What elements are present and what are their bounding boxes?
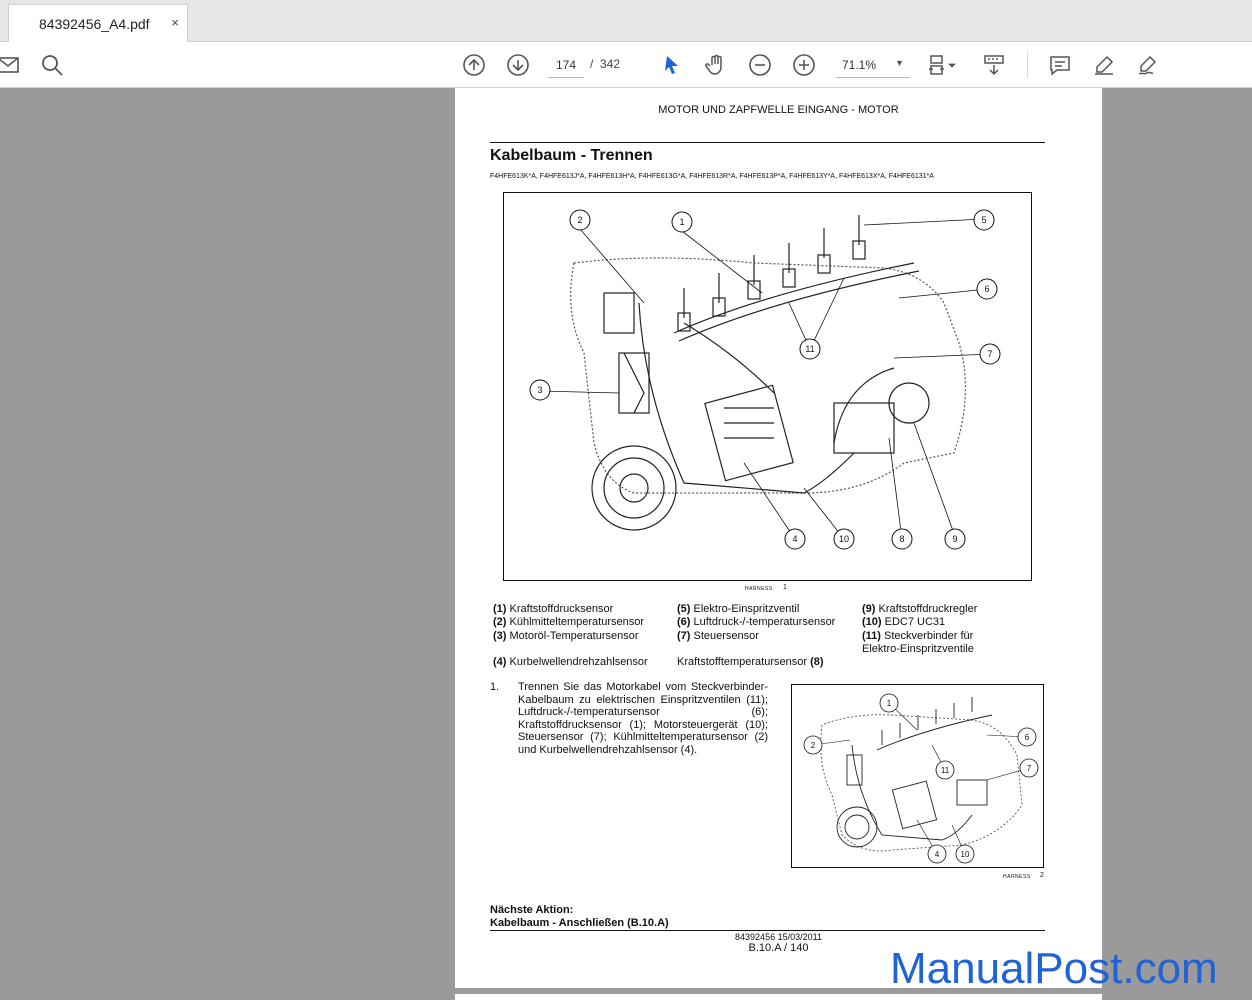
- figure-harness-1: 1 2 3 4 5 6 7 8 9 10 11: [503, 192, 1032, 581]
- callout-9: 9: [952, 534, 957, 544]
- section-title: Kabelbaum - Trennen: [490, 147, 653, 164]
- legend-item: (6) Luftdruck-/-temperatursensor: [677, 616, 836, 628]
- highlight-pen-icon[interactable]: [1090, 51, 1118, 79]
- footer-rule: [490, 930, 1045, 931]
- figure2-number: 2: [1040, 872, 1044, 879]
- page-total: 342: [600, 57, 621, 71]
- figure-harness-2: 1 2 4 6 7 10 11: [791, 684, 1044, 868]
- next-action-link[interactable]: Kabelbaum - Anschließen (B.10.A): [490, 917, 669, 929]
- tab-bar: 84392456_A4.pdf ×: [0, 0, 1252, 42]
- footer-page-number: B.10.A / 140: [748, 942, 809, 954]
- tab-document[interactable]: 84392456_A4.pdf ×: [8, 4, 188, 42]
- mail-icon[interactable]: [0, 51, 22, 79]
- search-icon[interactable]: [38, 51, 66, 79]
- comment-icon[interactable]: [1046, 51, 1074, 79]
- callout-3: 3: [537, 385, 542, 395]
- callout-1: 1: [679, 217, 684, 227]
- callout-11: 11: [805, 344, 814, 354]
- chevron-down-icon: ▼: [895, 58, 904, 68]
- title-rule: [490, 142, 1045, 143]
- legend-item: (11) Steckverbinder für Elektro-Einsprit…: [862, 630, 974, 655]
- footer-document-id: 84392456 15/03/2011: [735, 932, 822, 942]
- watermark: ManualPost.com: [890, 944, 1218, 993]
- callout-1: 1: [887, 699, 892, 708]
- page-number-input[interactable]: [548, 52, 584, 78]
- model-list: F4HFE613K*A, F4HFE613J*A, F4HFE613H*A, F…: [490, 173, 934, 180]
- callout-10: 10: [839, 534, 849, 544]
- legend-item: (7) Steuersensor: [677, 630, 759, 642]
- callout-10: 10: [961, 850, 970, 859]
- callout-7: 7: [1027, 764, 1032, 773]
- zoom-value: 71.1%: [842, 58, 877, 72]
- callout-6: 6: [984, 284, 989, 294]
- legend-item: (1) Kraftstoffdrucksensor: [493, 603, 614, 615]
- legend-item: (5) Elektro-Einspritzventil: [677, 603, 800, 615]
- fit-dropdown-icon[interactable]: [944, 51, 960, 79]
- select-pointer-icon[interactable]: [658, 51, 686, 79]
- pdf-next-page: [455, 994, 1102, 1000]
- callout-7: 7: [987, 349, 992, 359]
- legend-item: (10) EDC7 UC31: [862, 616, 946, 628]
- callout-4: 4: [792, 534, 797, 544]
- figure1-caption: HARNESS: [745, 586, 773, 592]
- callout-4: 4: [935, 850, 940, 859]
- sign-icon[interactable]: [1134, 51, 1162, 79]
- previous-page-icon[interactable]: [460, 51, 488, 79]
- callout-2: 2: [811, 741, 816, 750]
- tab-close-icon[interactable]: ×: [171, 15, 179, 30]
- hand-icon[interactable]: [702, 51, 730, 79]
- toolbar: / 342 71.1% ▼: [0, 42, 1252, 88]
- scroll-mode-icon[interactable]: [980, 51, 1008, 79]
- callout-5: 5: [981, 215, 986, 225]
- callout-6: 6: [1025, 733, 1030, 742]
- engine-harness-drawing-small: 1 2 4 6 7 10 11: [803, 693, 1039, 864]
- engine-harness-drawing: 1 2 3 4 5 6 7 8 9 10 11: [529, 209, 1001, 550]
- zoom-select[interactable]: 71.1% ▼: [836, 52, 910, 78]
- figure1-number: 1: [783, 584, 787, 591]
- tab-title: 84392456_A4.pdf: [39, 15, 150, 32]
- zoom-out-icon[interactable]: [746, 51, 774, 79]
- fit-page-icon[interactable]: [924, 51, 952, 79]
- legend-item: (3) Motoröl-Temperatursensor: [493, 630, 639, 642]
- callout-8: 8: [899, 534, 904, 544]
- step-number: 1.: [490, 681, 500, 693]
- next-page-icon[interactable]: [504, 51, 532, 79]
- running-head: MOTOR UND ZAPFWELLE EINGANG - MOTOR: [658, 104, 899, 116]
- figure2-caption: HARNESS: [1003, 874, 1031, 880]
- page-separator: /: [590, 57, 594, 71]
- pdf-page: MOTOR UND ZAPFWELLE EINGANG - MOTOR Kabe…: [455, 88, 1102, 988]
- callout-11: 11: [941, 766, 950, 775]
- step-text: Trennen Sie das Motorkabel vom Steckverb…: [518, 681, 768, 756]
- legend-item: (4) Kurbelwellendrehzahlsensor: [493, 656, 648, 668]
- legend-item: Kraftstofftemperatursensor (8): [677, 656, 824, 668]
- next-action-label: Nächste Aktion:: [490, 904, 574, 916]
- legend-item: (2) Kühlmitteltemperatursensor: [493, 616, 645, 628]
- toolbar-divider: [1027, 52, 1028, 78]
- zoom-in-icon[interactable]: [790, 51, 818, 79]
- callout-2: 2: [577, 215, 582, 225]
- legend-item: (9) Kraftstoffdruckregler: [862, 603, 978, 615]
